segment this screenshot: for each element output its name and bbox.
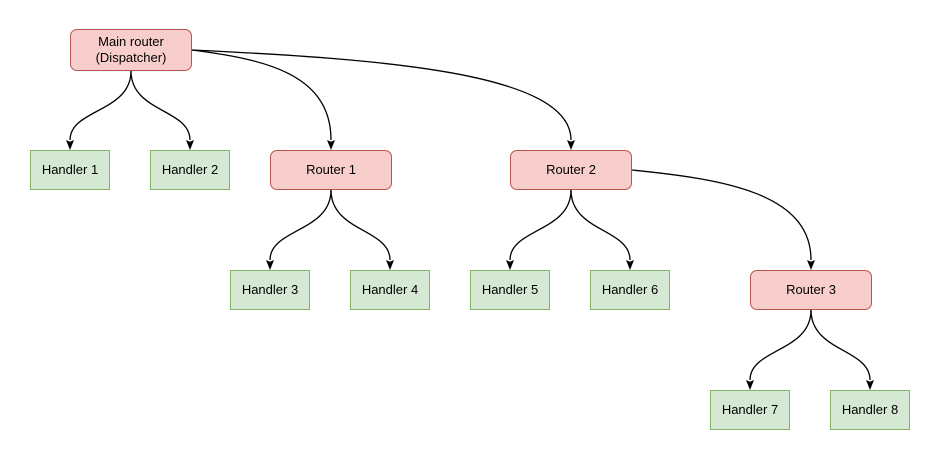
node-handler-1: Handler 1 <box>30 150 110 190</box>
node-label: Handler 6 <box>601 282 659 297</box>
node-label: Handler 1 <box>41 162 99 177</box>
node-label: Handler 7 <box>721 402 779 417</box>
node-main-router-dispatcher: Main router (Dispatcher) <box>70 29 192 71</box>
edge-main-to-handler1 <box>66 70 132 150</box>
edge-main-to-router2 <box>191 49 575 150</box>
edge-router1-to-handler4 <box>330 189 394 270</box>
node-handler-4: Handler 4 <box>350 270 430 310</box>
edge-router3-to-handler8 <box>810 309 874 390</box>
edge-router2-to-handler6 <box>570 189 634 270</box>
node-handler-7: Handler 7 <box>710 390 790 430</box>
node-label: Handler 5 <box>481 282 539 297</box>
node-router-3: Router 3 <box>750 270 872 310</box>
node-label: Router 2 <box>546 162 596 177</box>
node-label: Router 3 <box>786 282 836 297</box>
edge-router1-to-handler3 <box>266 189 332 270</box>
edge-router3-to-handler7 <box>746 309 812 390</box>
edge-router2-to-handler5 <box>506 189 572 270</box>
node-router-1: Router 1 <box>270 150 392 190</box>
edge-main-to-handler2 <box>130 70 194 150</box>
node-handler-3: Handler 3 <box>230 270 310 310</box>
node-label: Handler 4 <box>361 282 419 297</box>
node-label: Handler 8 <box>841 402 899 417</box>
node-label: Handler 2 <box>161 162 219 177</box>
node-router-2: Router 2 <box>510 150 632 190</box>
edge-router2-to-router3 <box>631 169 815 270</box>
node-handler-2: Handler 2 <box>150 150 230 190</box>
node-handler-8: Handler 8 <box>830 390 910 430</box>
node-handler-6: Handler 6 <box>590 270 670 310</box>
node-label: Handler 3 <box>241 282 299 297</box>
node-label: Main router (Dispatcher) <box>95 34 167 65</box>
node-label: Router 1 <box>306 162 356 177</box>
node-handler-5: Handler 5 <box>470 270 550 310</box>
edge-main-to-router1 <box>191 49 335 150</box>
